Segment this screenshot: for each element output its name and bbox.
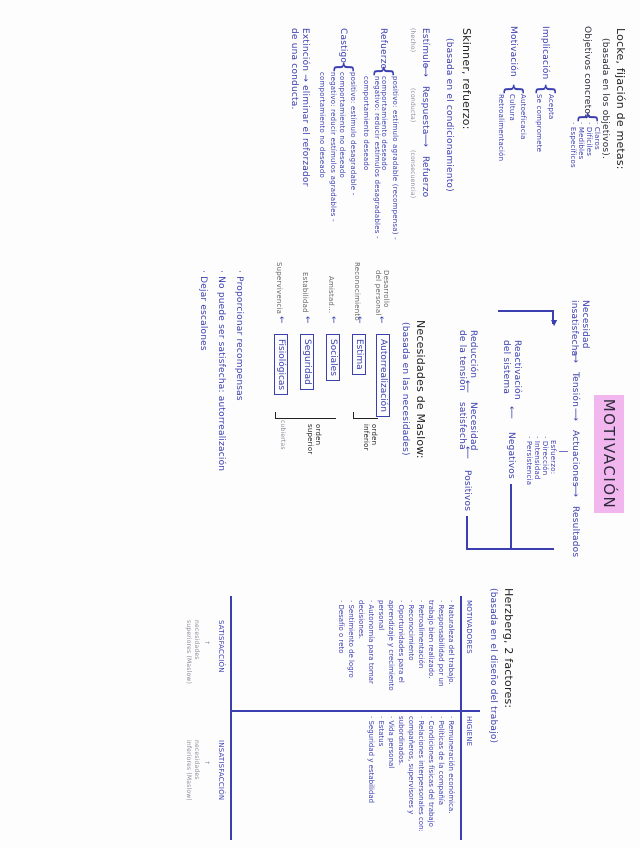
maslow-level-seguridad: Seguridad	[300, 334, 314, 390]
positivos: Positivos	[462, 470, 472, 512]
chain-refuerzo: Refuerzo	[420, 156, 430, 198]
maslow-level-estima: Estima	[352, 334, 366, 375]
satisfaccion-label: SATISFACCIÓN	[217, 620, 225, 673]
loop-line	[498, 310, 554, 312]
motivacion-item: Autoeficacia	[519, 94, 527, 140]
chain-estimulo: Estímulo	[420, 28, 430, 69]
table-divider	[230, 710, 480, 712]
skinner-subheading: (basada en el condicionamiento)	[444, 38, 454, 192]
maslow-level-autorrealizacion: Autorrealización	[376, 334, 390, 417]
motivacion-label: Motivación	[508, 26, 518, 77]
col-higiene: HIGIENE	[465, 716, 473, 747]
cubiertas-label: cubiertas	[279, 420, 286, 450]
maslow-heading: Necesidades de Maslow:	[414, 320, 427, 459]
tension: Tensión	[570, 372, 580, 408]
motivadores-list: · Naturaleza del trabajo. · Responsabili…	[337, 600, 455, 691]
refuerzo-item: negativo: reducir estímulos desagradable…	[362, 76, 381, 239]
insatisfaccion-label: INSATISFACCIÓN	[217, 740, 225, 801]
table-rule	[460, 596, 462, 840]
implicacion-item: Se compromete	[535, 94, 543, 153]
negativos: Negativos	[506, 432, 516, 479]
chain-respuesta: Respuesta	[420, 86, 430, 135]
implicacion-item: Acepta	[547, 94, 555, 120]
maslow-example: Reconocimiento	[353, 262, 361, 321]
maslow-note: · Proporcionar recompensas	[234, 270, 244, 401]
maslow-level-sociales: Sociales	[326, 334, 340, 381]
herzberg-heading: Herzberg, 2 factores:	[502, 588, 515, 709]
chain-note: (hecho)	[409, 28, 416, 53]
maslow-example: Supervivencia	[275, 262, 283, 315]
motivacion-item: Cultura	[508, 94, 516, 122]
maslow-subheading: (basada en las necesidades)	[400, 322, 410, 456]
skinner-heading: Skinner, refuerzo:	[460, 28, 473, 130]
motivacion-item: Retroalimentación	[497, 94, 505, 162]
col-motivadores: MOTIVADORES	[465, 600, 473, 654]
page-title: MOTIVACIÓN	[594, 395, 624, 513]
maslow-example: Estabilidad	[301, 272, 309, 313]
esfuerzo-item: · Persistencia	[525, 436, 533, 486]
implicacion-label: Implicación	[540, 26, 550, 80]
chain-note: (consecuencia)	[409, 150, 416, 199]
maslow-example: Amistad...	[327, 276, 335, 314]
castigo-item: positivo: estímulo desagradable - compor…	[338, 72, 357, 196]
actuaciones: Actuaciones	[570, 430, 580, 487]
herzberg-subheading: (basada en el diseño del trabajo)	[488, 588, 498, 744]
objetivo-item: · Específicos	[569, 122, 577, 168]
objetivos-label: Objetivos concretos	[582, 26, 592, 119]
locke-heading: Locke, fijación de metas:	[614, 28, 627, 170]
chain-note: (conducta)	[409, 88, 416, 123]
higiene-list: · Remuneración económica. · Políticas de…	[367, 716, 455, 832]
extincion-text: Extinción → eliminar el reforzador de un…	[289, 28, 310, 187]
castigo-label: Castigo	[338, 28, 348, 64]
resultados: Resultados	[570, 506, 580, 558]
maslow-level-fisiologicas: Fisiológicas	[274, 334, 288, 396]
maslow-note: · Dejar escalones	[198, 270, 208, 351]
castigo-item: negativo: reducir estímulos agradables -…	[318, 72, 337, 222]
maslow-note: · No puede ser satisfecha: autorrealizac…	[216, 270, 226, 472]
